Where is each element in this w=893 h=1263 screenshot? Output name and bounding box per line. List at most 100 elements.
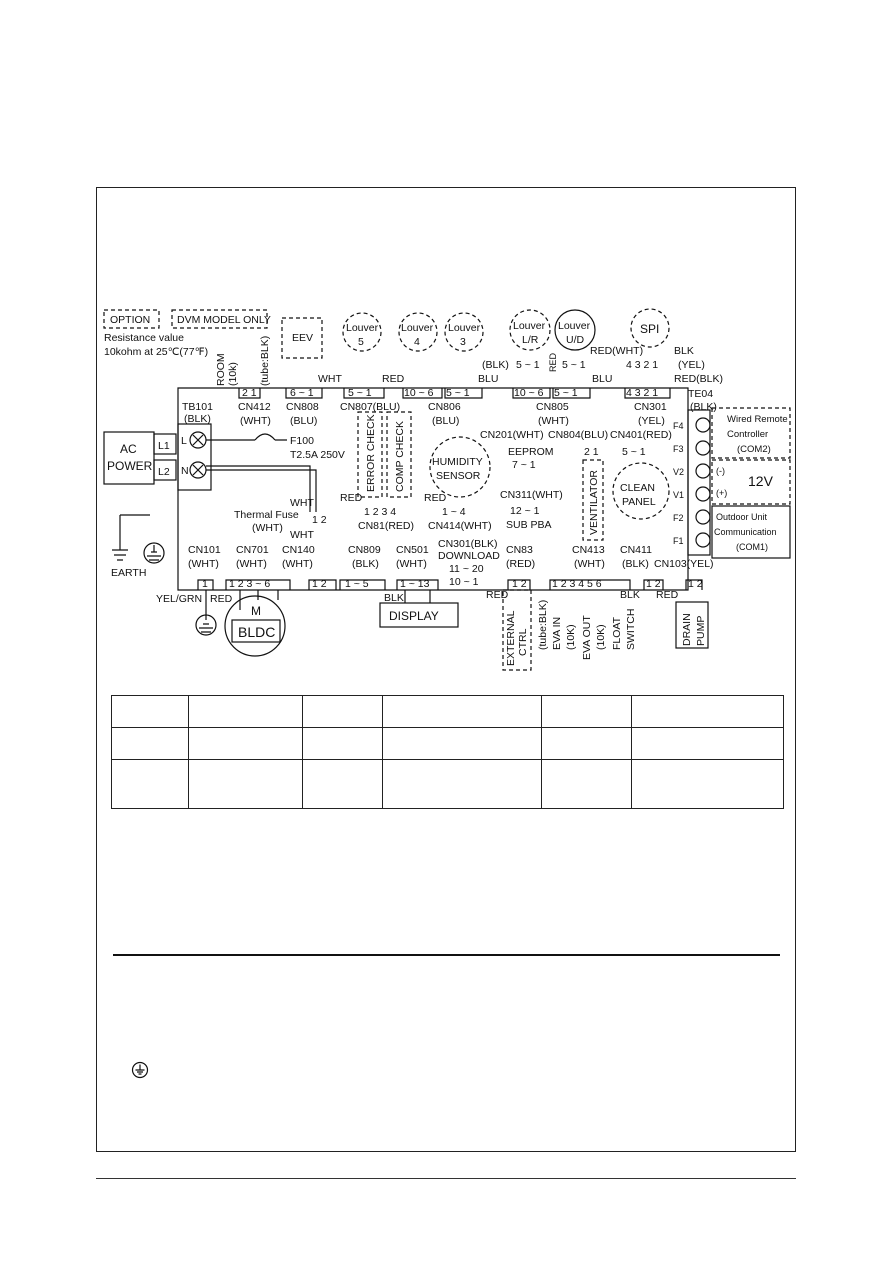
cn806-pins-b: 5 ~ 1 [446, 387, 470, 399]
cn301-color: (YEL) [638, 415, 665, 427]
yel-grn: YEL/GRN [156, 593, 202, 605]
cn83: CN83 [506, 544, 533, 556]
te04: TE04 [688, 388, 713, 400]
cn201: CN201(WHT) [480, 429, 544, 441]
lr-pins: 5 ~ 1 [516, 359, 540, 371]
clean-b: PANEL [622, 496, 656, 508]
blk-paren: (BLK) [482, 359, 509, 371]
wht2: WHT [290, 497, 314, 509]
blu-label: BLU [478, 373, 498, 385]
cn140: CN140 [282, 544, 315, 556]
cn809-color: (BLK) [352, 558, 379, 570]
info-table [111, 695, 784, 809]
table-cell [382, 695, 542, 728]
red3: RED [424, 492, 447, 504]
red-label: RED [382, 373, 405, 385]
cn806-color: (BLU) [432, 415, 459, 427]
tb101-color: (BLK) [184, 413, 211, 425]
red4: RED [210, 593, 233, 605]
cn804: CN804(BLU) [548, 429, 608, 441]
spi-label: SPI [640, 322, 659, 336]
pcb-outline [177, 387, 689, 591]
blk3: BLK [620, 589, 640, 601]
table-cell [382, 759, 542, 809]
cn808: CN808 [286, 401, 319, 413]
cn804-pins: 2 1 [584, 446, 599, 458]
cn808-color: (BLU) [290, 415, 317, 427]
tube-blk: (tube:BLK) [259, 336, 271, 386]
l2: L2 [158, 466, 170, 478]
eeprom-pins: 7 ~ 1 [512, 459, 536, 471]
comp-check: COMP CHECK [394, 421, 406, 492]
louver5-b: 5 [358, 336, 364, 348]
room-10k: (10k) [227, 362, 239, 386]
cn311: CN311(WHT) [500, 489, 563, 501]
table-cell [631, 695, 784, 728]
ten-k-b: (10K) [595, 624, 607, 650]
eva-in: EVA IN [551, 617, 563, 650]
f100: F100 [290, 435, 314, 447]
louver-ud-b: U/D [566, 334, 585, 346]
cn83-pins: 1 2 [512, 578, 527, 590]
wired-b: Controller [727, 429, 768, 440]
louver5-a: Louver [346, 322, 379, 334]
fuse-rating: T2.5A 250V [290, 449, 345, 461]
bldc: BLDC [238, 624, 275, 640]
ud-pins: 5 ~ 1 [562, 359, 586, 371]
louver3-b: 3 [460, 336, 466, 348]
red2: RED [340, 492, 363, 504]
cn140-pins: 1 2 [312, 578, 327, 590]
cn101: CN101 [188, 544, 221, 556]
cn808-pins: 6 ~ 1 [290, 387, 314, 399]
cn101-pin: 1 [202, 578, 208, 590]
table-row [111, 695, 784, 728]
blk2: BLK [384, 592, 404, 604]
section-divider [113, 954, 780, 956]
cn401: CN401(RED) [610, 429, 672, 441]
louver-lr-b: L/R [522, 334, 539, 346]
sub-pba: SUB PBA [506, 519, 552, 531]
table-cell [188, 727, 303, 760]
blu2: BLU [592, 373, 612, 385]
cn501-color: (WHT) [396, 558, 427, 570]
louver3-a: Louver [448, 322, 481, 334]
thermal-pins: 1 2 [312, 514, 327, 526]
eva-out: EVA OUT [581, 615, 593, 660]
cn701: CN701 [236, 544, 269, 556]
cn412-pins: 2 1 [242, 387, 257, 399]
cn701-pins: 1 2 3 ~ 6 [229, 578, 270, 590]
f1: F1 [673, 536, 684, 546]
external-a: EXTERNAL [505, 610, 517, 666]
wired-c: (COM2) [737, 444, 771, 455]
table-cell [111, 759, 189, 809]
dl-pins-a: 11 ~ 20 [449, 563, 484, 575]
dvm-label: DVM MODEL ONLY [177, 314, 271, 326]
display: DISPLAY [389, 609, 439, 623]
table-cell [302, 695, 383, 728]
tube-blk2: (tube:BLK) [537, 600, 549, 650]
outdoor-c: (COM1) [736, 542, 768, 552]
table-row [111, 727, 784, 760]
cn81-pins: 1 2 3 4 [364, 506, 396, 518]
cn413-color: (WHT) [574, 558, 605, 570]
cn101-color: (WHT) [188, 558, 219, 570]
cn805: CN805 [536, 401, 569, 413]
drain-b: PUMP [695, 616, 707, 646]
tb101: TB101 [182, 401, 213, 413]
eeprom: EEPROM [508, 446, 554, 458]
ten-k-a: (10K) [565, 624, 577, 650]
humidity-b: SENSOR [436, 470, 481, 482]
table-cell [631, 727, 784, 760]
cn301: CN301 [634, 401, 667, 413]
footer-rule [96, 1178, 796, 1179]
clean-a: CLEAN [620, 482, 655, 494]
table-cell [188, 759, 303, 809]
red-wht: RED(WHT) [590, 345, 643, 357]
cn805-pins-b: 5 ~ 1 [554, 387, 578, 399]
cn411-pins: 1 2 [646, 578, 661, 590]
cn501-pins: 1 ~ 13 [400, 578, 430, 590]
v12-plus: (+) [716, 488, 727, 498]
wht3: WHT [290, 529, 314, 541]
download: DOWNLOAD [438, 550, 500, 562]
dl-pins-b: 10 ~ 1 [449, 576, 479, 588]
